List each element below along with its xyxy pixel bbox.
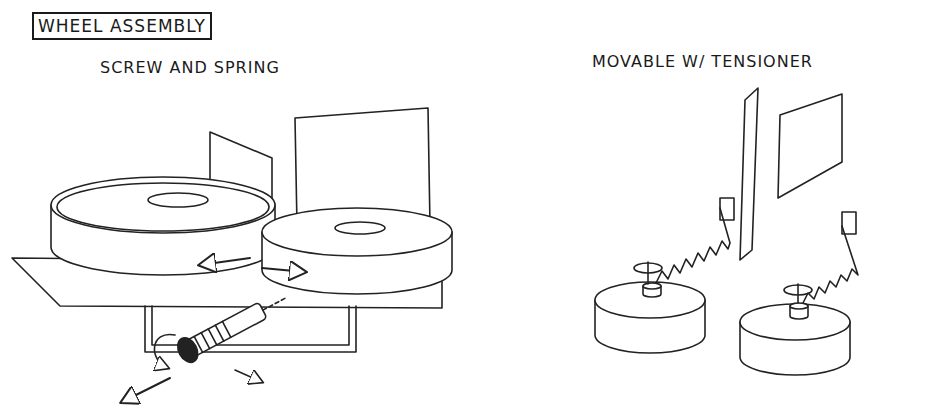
spring bbox=[656, 208, 730, 283]
knob bbox=[643, 283, 661, 289]
wheel-top bbox=[595, 282, 705, 318]
wheel-rim bbox=[57, 183, 269, 231]
hub bbox=[148, 193, 208, 207]
spring bbox=[803, 226, 858, 303]
title-box: WHEEL ASSEMBLY bbox=[32, 12, 212, 40]
knob bbox=[790, 303, 808, 309]
plate bbox=[740, 88, 758, 260]
motion-arrow bbox=[262, 268, 305, 272]
wheel-top bbox=[262, 208, 452, 256]
sketch-label: MOVABLE W/ TENSIONER bbox=[592, 52, 813, 71]
axle bbox=[647, 262, 649, 284]
motion-arrow bbox=[200, 258, 250, 265]
motion-arrow bbox=[122, 378, 170, 402]
hub bbox=[335, 222, 385, 234]
motion-arrow bbox=[235, 370, 262, 382]
wheel-top bbox=[740, 304, 850, 340]
wheel-top bbox=[51, 177, 275, 233]
screw bbox=[174, 286, 293, 366]
plate bbox=[778, 94, 842, 198]
axle bbox=[797, 284, 799, 303]
sketch-label: SCREW AND SPRING bbox=[100, 58, 280, 77]
rotate-arrow bbox=[154, 334, 175, 368]
